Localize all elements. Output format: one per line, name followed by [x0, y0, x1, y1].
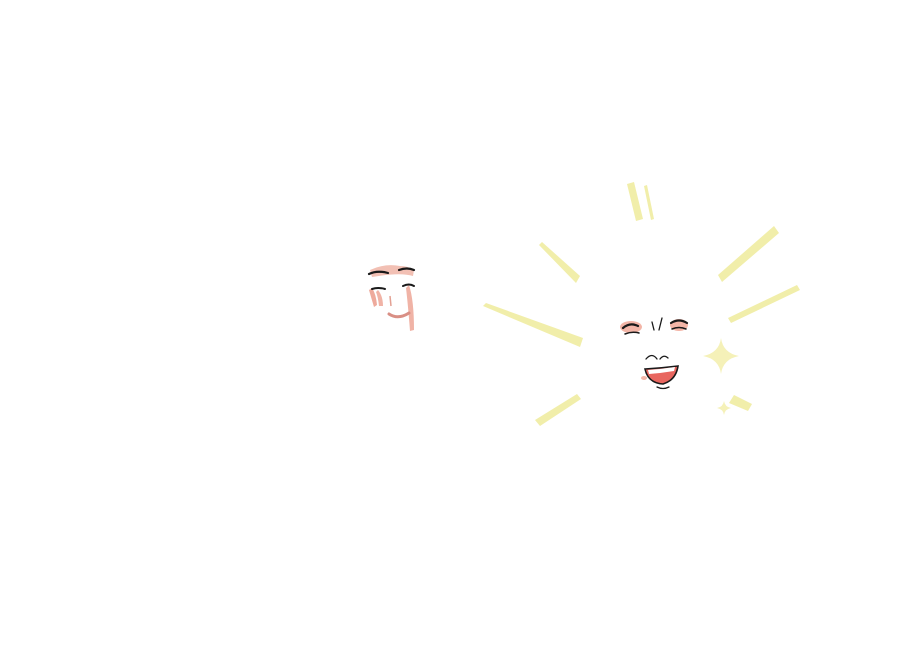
- laughing-face-chin: [656, 386, 670, 390]
- laughing-face-eye-left-lash: [624, 331, 640, 335]
- burst-ray: [728, 285, 800, 323]
- calm-face-brow-right: [397, 267, 416, 272]
- laughing-face-nose: [645, 354, 669, 360]
- burst-ray: [718, 226, 779, 282]
- sparkle-icon: [717, 401, 731, 415]
- calm-face-cheek-right: [406, 285, 414, 331]
- burst-ray: [483, 303, 583, 347]
- sparkles: [703, 338, 739, 415]
- laughing-face-teeth: [648, 367, 675, 374]
- laughing-face-brow-mark: [651, 321, 655, 331]
- burst-lines: [483, 182, 800, 426]
- laughing-face-eye-left: [621, 323, 640, 330]
- calm-face-brow-left: [367, 270, 390, 276]
- calm-face: [367, 265, 416, 331]
- calm-face-cheek-left: [376, 290, 383, 306]
- sparkle-icon: [703, 338, 739, 374]
- laughing-face-brow-mark: [658, 317, 663, 331]
- laughing-face-cheek-dot: [641, 376, 647, 380]
- laughing-face: [620, 317, 689, 390]
- burst-ray: [535, 394, 581, 426]
- burst-ray: [539, 242, 580, 283]
- laughing-face-blush-left: [620, 321, 642, 333]
- burst-ray: [644, 185, 654, 220]
- calm-face-nose: [389, 295, 392, 307]
- calm-face-eye-left: [371, 287, 386, 290]
- calm-face-blush-left: [369, 288, 377, 307]
- calm-face-mouth: [387, 311, 411, 319]
- calm-face-eye-right: [402, 283, 415, 287]
- laughing-face-eye-right: [669, 319, 689, 325]
- burst-ray: [729, 395, 752, 411]
- burst-ray: [627, 182, 643, 221]
- laughing-face-eye-right-lash: [671, 326, 687, 330]
